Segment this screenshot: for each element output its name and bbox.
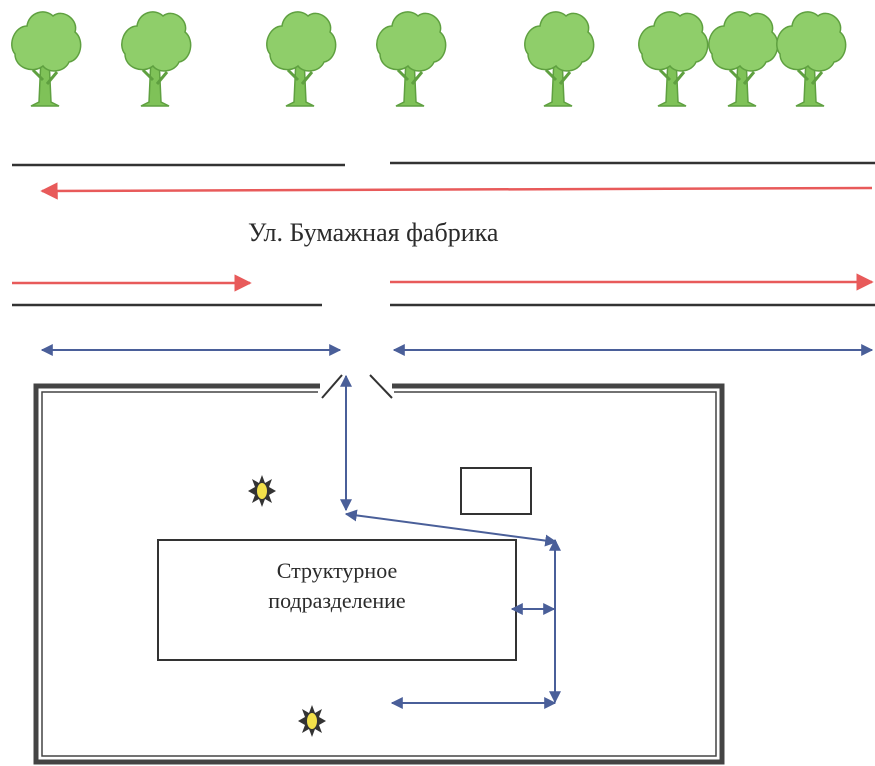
tree-icon (375, 10, 448, 108)
street-light-icon (298, 705, 326, 737)
pedestrian-route (340, 374, 561, 709)
street-light-icon (248, 475, 276, 507)
street-name: Ул. Бумажная фабрика (248, 218, 499, 247)
route-segment-diagonal (344, 509, 558, 547)
tree-row (10, 10, 848, 108)
tree-icon (120, 10, 193, 108)
street-edges (12, 161, 875, 307)
traffic-arrow-westbound (40, 182, 873, 200)
building-label: Структурное подразделение (158, 556, 516, 616)
tree-icon (265, 10, 338, 108)
gate-icon (321, 374, 393, 399)
traffic-arrows (12, 182, 874, 292)
fence-outer (33, 383, 725, 765)
building-label-line2: подразделение (268, 588, 406, 613)
tree-icon (707, 10, 780, 108)
tree-icon (637, 10, 710, 108)
building-label-line1: Структурное (276, 558, 398, 583)
tree-icon (523, 10, 596, 108)
site-fence (33, 383, 725, 765)
tree-icon (10, 10, 83, 108)
tree-icon (775, 10, 848, 108)
fence-inner (41, 391, 717, 757)
main-building (157, 539, 517, 661)
small-structure (460, 467, 532, 515)
